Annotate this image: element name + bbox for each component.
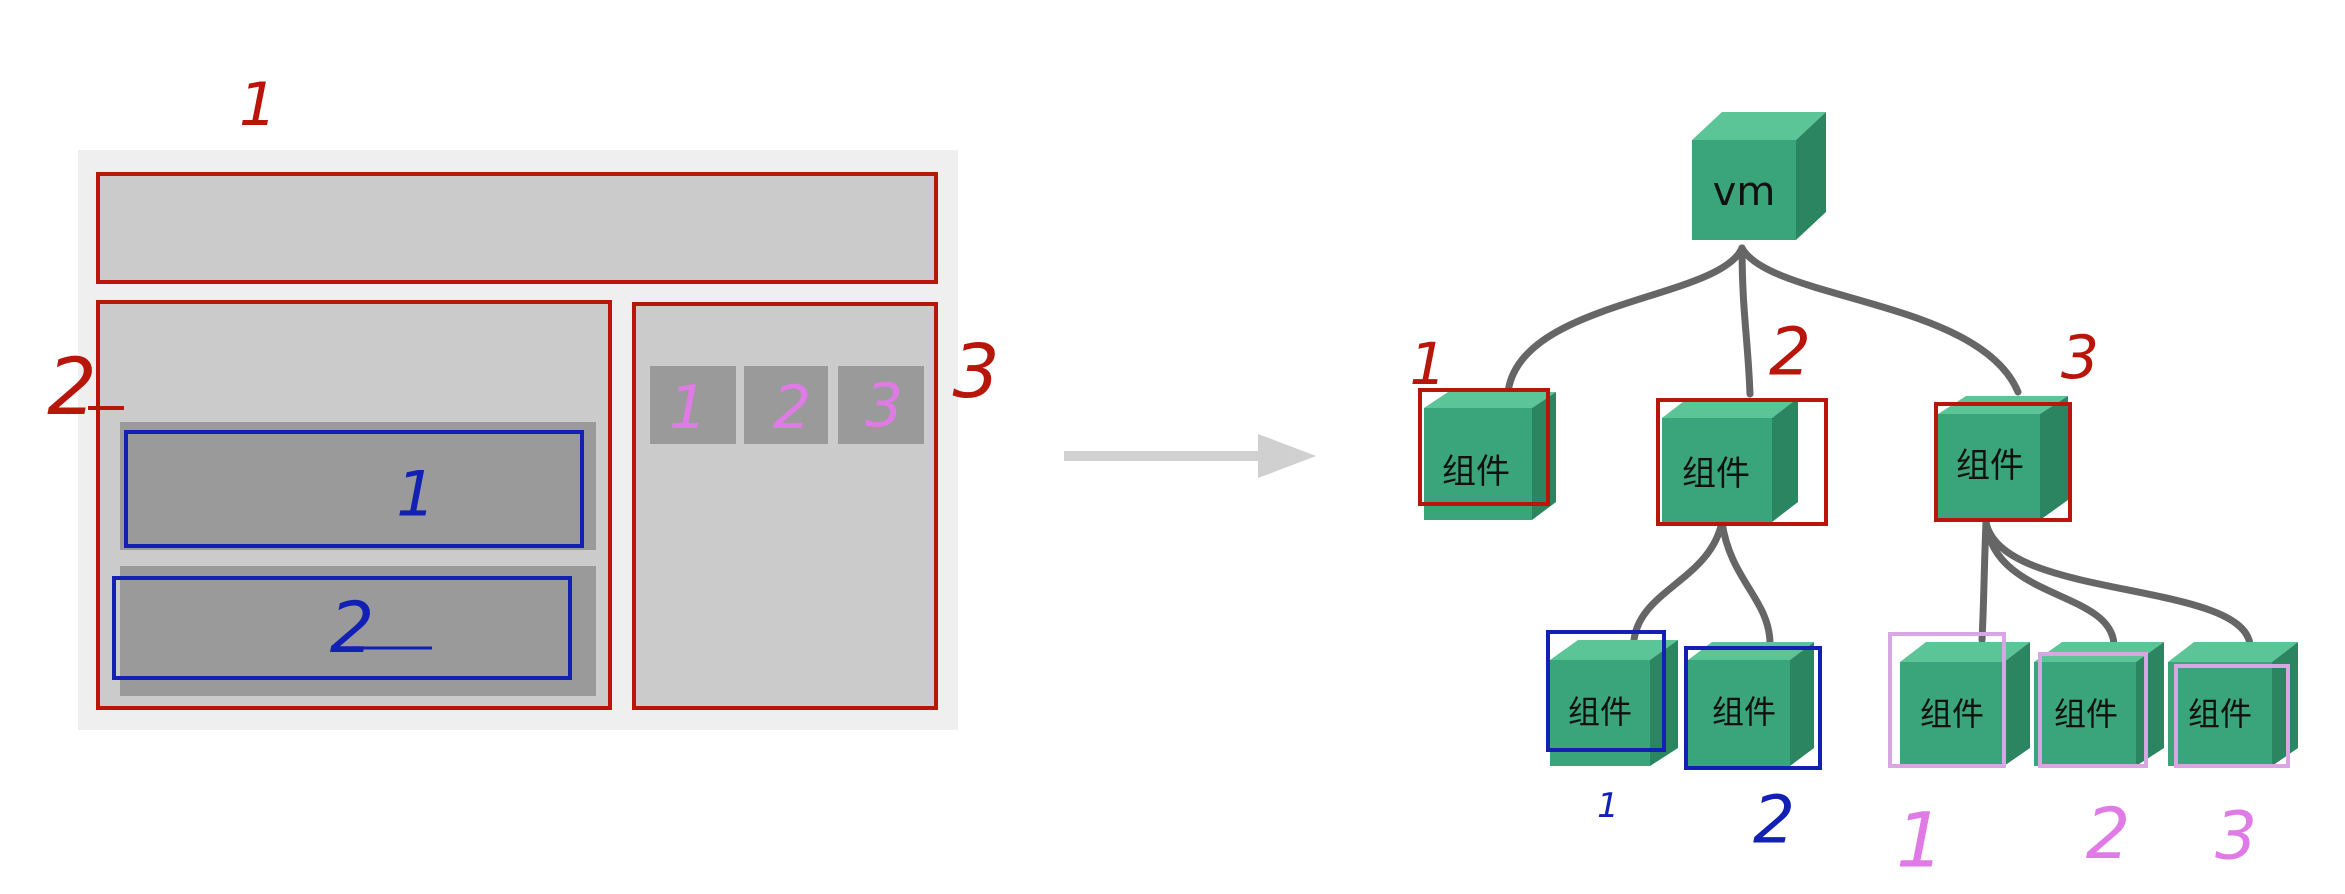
cube-vm-side [1796,112,1826,240]
cube-level2-right-3-outline [2174,664,2290,768]
level2-right-3-number: 3 [2215,798,2257,875]
side-item-2 [744,366,828,444]
cube-level2-left-1-top [1550,640,1678,660]
cube-level2-right-1-top [1900,642,2030,662]
cube-level1-3: 组件 3 [1934,323,2099,522]
cube-level1-2-side [1772,398,1798,522]
cube-level2-right-3-front [2168,662,2272,766]
layout-sketch: 1 2 1 2 3 1 2 3 [47,70,1000,730]
cube-level2-right-3-side [2272,642,2298,766]
arrow [1064,434,1316,478]
side-number: 3 [952,329,999,415]
tree-connectors [1504,244,2254,648]
cube-vm-top [1692,112,1826,140]
cube-level1-3-side [2040,396,2068,520]
cube-level2-right-2-label: 组件 [2054,695,2118,733]
cube-level1-1-top [1424,392,1556,408]
level1-2-number: 2 [1769,314,1811,391]
cube-level2-right-3: 组件 3 [2168,642,2298,875]
cube-level2-left-2-outline [1684,646,1822,770]
cube-vm-front [1692,140,1796,240]
cube-level2-left-1-label: 组件 [1568,693,1632,731]
cube-level1-2-front [1662,418,1772,522]
level2-right-1-number: 1 [1896,796,1944,885]
cube-level2-right-1: 组件 1 [1888,632,2030,885]
cube-level1-1-side [1532,392,1556,520]
cube-level2-right-2: 组件 2 [2034,642,2164,875]
cube-level2-right-1-outline [1888,632,2006,768]
level2-left-2-number: 2 [1753,782,1795,859]
cube-level1-2-top [1662,398,1798,418]
main-item-1-number: 1 [396,458,435,531]
cube-level2-right-1-front [1900,662,2004,766]
side-item-3 [838,366,924,444]
level2-right-2-number: 2 [2086,793,2131,875]
cube-level2-right-3-top [2168,642,2298,662]
cube-level2-right-1-side [2004,642,2030,766]
cube-level2-right-2-front [2034,662,2136,766]
cube-level1-1: 组件 1 [1410,330,1556,520]
cube-level2-left-2: 组件 2 [1684,642,1822,859]
cube-level1-3-front [1938,414,2040,520]
page-number: 1 [239,70,277,140]
connector-2-b [1718,518,1774,648]
cube-level1-2: 组件 2 [1656,314,1828,526]
cube-level1-1-label: 组件 [1442,452,1510,492]
main-item-2-bg [120,566,596,696]
connector-3-a [1978,518,1990,644]
connector-vm-2 [1738,244,1754,398]
cube-level1-1-front [1424,408,1532,520]
connector-vm-3 [1738,244,2022,396]
cube-level2-right-2-outline [2038,652,2148,768]
side-item-3-number: 3 [865,371,903,441]
cube-level2-left-2-front [1688,660,1790,766]
cube-vm-label: vm [1713,169,1776,215]
main-item-1 [124,430,584,548]
cube-level2-right-3-label: 组件 [2188,695,2252,733]
cube-level1-2-outline [1656,398,1828,526]
level1-1-number: 1 [1410,330,1447,398]
connector-2-a [1630,518,1726,644]
main-item-2-number: 2 [330,587,375,669]
connector-3-b [1982,518,2118,648]
component-tree: vm 组件 1 组件 2 组件 3 [1410,112,2298,885]
cube-level1-2-label: 组件 [1682,454,1750,494]
side-item-1-number: 1 [669,373,707,443]
side-item-2-number: 2 [773,373,811,443]
cube-level1-1-outline [1418,388,1550,506]
main-item-1-bg [120,422,596,550]
side-region [632,302,938,710]
cube-level1-3-outline [1934,402,2072,522]
side-item-1 [650,366,736,444]
cube-level2-left-2-label: 组件 [1712,693,1776,731]
header-region [96,172,938,284]
level2-left-1-number: 1 [1597,786,1619,826]
level1-3-number: 3 [2061,323,2099,393]
cube-level2-right-2-side [2136,642,2164,766]
cube-vm: vm [1692,112,1826,240]
cube-level1-3-label: 组件 [1956,446,2024,486]
cube-level2-left-2-side [1790,642,1814,766]
connector-vm-1 [1504,244,1746,396]
main-number: 2 [47,343,97,433]
connector-3-c [1982,518,2254,648]
arrow-head [1258,434,1316,478]
cube-level2-right-1-label: 组件 [1920,695,1984,733]
cube-level2-left-1: 组件 1 [1546,630,1678,826]
cube-level2-left-1-outline [1546,630,1666,752]
main-item-2 [112,576,572,680]
